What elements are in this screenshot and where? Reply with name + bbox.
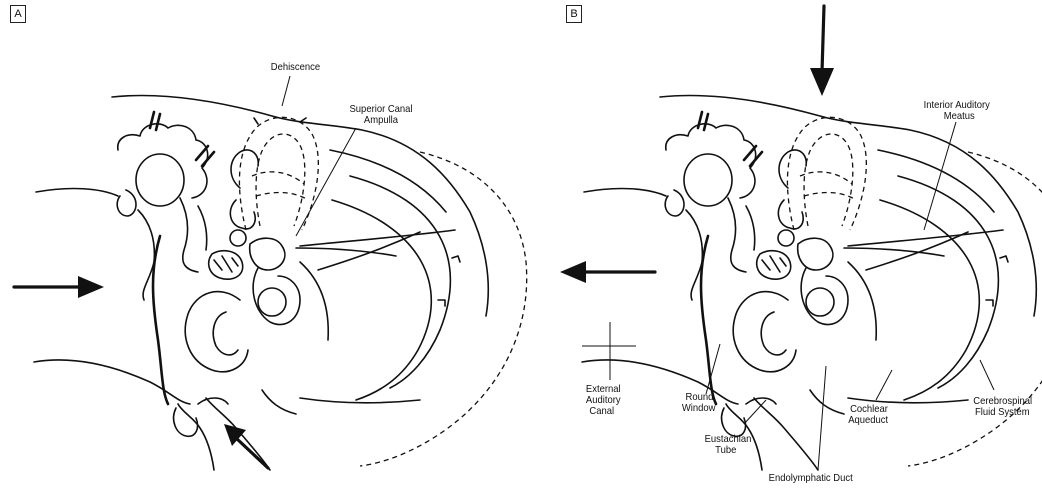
panel-a-tag: A (10, 5, 26, 23)
label-external-auditory-canal-line3: Canal (589, 406, 614, 417)
label-eustachian-tube-line2: Tube (715, 445, 736, 456)
label-cerebrospinal-fluid-system-line2: Fluid System (975, 407, 1030, 418)
label-interior-auditory-meatus-line2: Meatus (944, 111, 975, 122)
panel-a-diagram (14, 76, 527, 470)
panel-b-diagram (560, 6, 1042, 470)
label-round-window-line2: Window (682, 403, 716, 414)
label-endolymphatic-duct: Endolymphatic Duct (769, 473, 853, 484)
panel-b-tag: B (566, 5, 582, 23)
label-superior-canal-ampulla-line2: Ampulla (364, 115, 398, 126)
label-dehiscence: Dehiscence (271, 62, 320, 73)
label-cochlear-aqueduct-line2: Aqueduct (848, 415, 888, 426)
